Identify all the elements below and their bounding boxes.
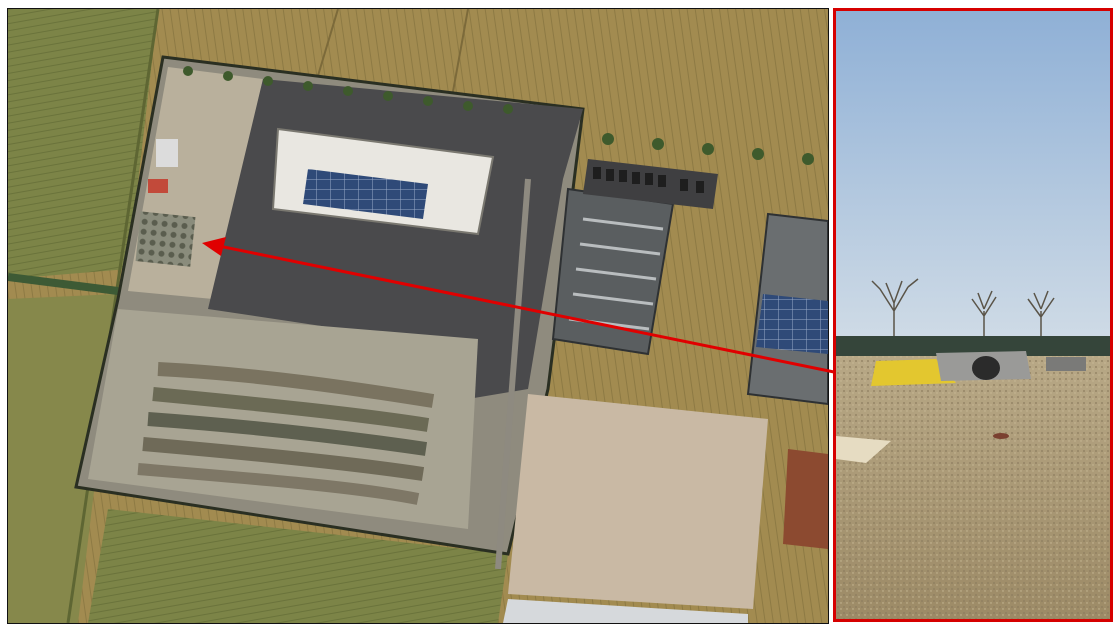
- red-equipment: [148, 179, 168, 193]
- brick-building: [783, 449, 828, 549]
- material-windrows: [137, 362, 435, 505]
- tire: [972, 356, 1000, 380]
- container: [156, 139, 178, 167]
- solar-panels-roof: [303, 169, 428, 219]
- aerial-view: [7, 8, 829, 624]
- ground-photo: [833, 8, 1113, 622]
- ground-photo-image: [836, 11, 1110, 619]
- bare-lot: [508, 394, 768, 609]
- solar-panels-right: [756, 294, 828, 354]
- material-patch: [836, 436, 891, 463]
- bare-trees: [871, 278, 1055, 341]
- field-bottom: [88, 509, 508, 623]
- aerial-image: [8, 9, 828, 623]
- bottom-building: [503, 599, 748, 623]
- sky: [836, 11, 1110, 341]
- field-top-right: [583, 9, 828, 169]
- field-lower-left: [8, 294, 118, 623]
- material-stacks: [135, 211, 196, 267]
- machinery: [1046, 357, 1086, 371]
- green-field-left: [8, 9, 158, 279]
- yellow-material: [871, 359, 956, 386]
